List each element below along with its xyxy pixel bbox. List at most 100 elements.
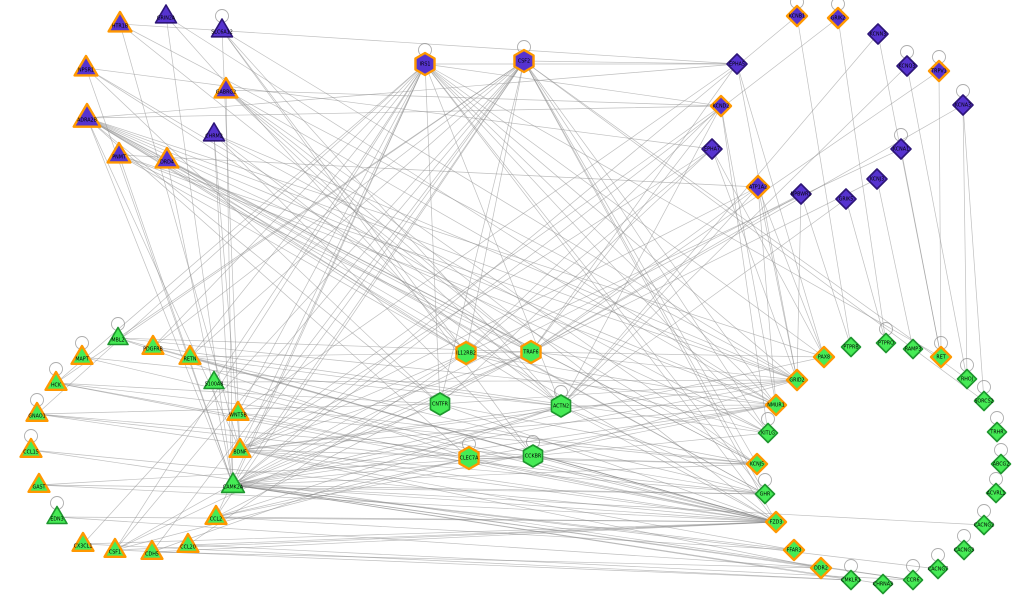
node-RHOJ[interactable]: RHOJ bbox=[956, 368, 978, 390]
node-FFAR3[interactable]: FFAR3 bbox=[782, 538, 806, 562]
node-PTPRB[interactable]: PTPRB bbox=[840, 336, 862, 358]
edge-PDGFRB-KITLG bbox=[152, 346, 769, 434]
edge-CCL15-CCR6 bbox=[30, 449, 914, 581]
node-CACNG2[interactable]: CACNG2 bbox=[973, 514, 995, 536]
node-KCNJ5[interactable]: KCNJ5 bbox=[745, 452, 769, 476]
node-CSF2[interactable]: CSF2 bbox=[513, 48, 535, 74]
diamond-node-shape bbox=[782, 538, 806, 562]
node-CCR6[interactable]: CCR6 bbox=[902, 569, 924, 591]
node-GRID2[interactable]: GRID2 bbox=[785, 368, 809, 392]
edge-IRS1-KITLG bbox=[424, 63, 769, 434]
node-TRHR[interactable]: TRHR bbox=[986, 421, 1008, 443]
triangle-node-shape bbox=[27, 472, 51, 494]
node-MAPT[interactable]: MAPT bbox=[70, 344, 94, 366]
node-GABRG2[interactable]: GABRG2 bbox=[213, 76, 239, 99]
edge-IL12RB2-KCNA1 bbox=[465, 148, 902, 354]
node-ACTN2[interactable]: ACTN2 bbox=[550, 394, 572, 418]
diamond-node-shape bbox=[745, 452, 769, 476]
node-RETN[interactable]: RETN bbox=[178, 344, 202, 366]
triangle-node-shape bbox=[44, 370, 68, 392]
edge-KCNN3-RET bbox=[877, 33, 942, 358]
node-RAMP3[interactable]: RAMP3 bbox=[902, 338, 924, 360]
diamond-node-shape bbox=[757, 422, 779, 444]
edge-CAMK2A-ADRA2B bbox=[86, 117, 234, 486]
hexagon-node-shape bbox=[513, 48, 535, 74]
node-GAST[interactable]: GAST bbox=[27, 472, 51, 494]
edge-S100A8-GRID2 bbox=[213, 379, 798, 383]
node-KCNJ3[interactable]: KCNJ3 bbox=[866, 168, 888, 190]
edge-TRPV1-RET bbox=[938, 70, 942, 358]
node-CHRNA3[interactable]: CHRNA3 bbox=[872, 573, 894, 595]
node-CDH5[interactable]: CDH5 bbox=[140, 539, 164, 561]
node-SORCS2[interactable]: SORCS2 bbox=[973, 390, 995, 412]
node-PTPRO[interactable]: PTPRO bbox=[875, 332, 897, 354]
node-FZD3[interactable]: FZD3 bbox=[764, 510, 788, 534]
node-KCNA1[interactable]: KCNA1 bbox=[890, 138, 912, 160]
node-CHRM2[interactable]: CHRM2 bbox=[202, 122, 226, 142]
node-NPSR1[interactable]: NPSR1 bbox=[73, 54, 99, 77]
edge-MBL2-NMUR1 bbox=[117, 337, 777, 406]
edge-FZD3-CDH5 bbox=[151, 521, 777, 553]
node-CLEC7A[interactable]: CLEC7A bbox=[458, 445, 480, 471]
node-ACVRL1[interactable]: ACVRL1 bbox=[985, 482, 1007, 504]
edge-CSF2-CNTFR bbox=[439, 60, 525, 405]
edge-ACTN2-CCL2 bbox=[215, 405, 562, 518]
triangle-node-shape bbox=[140, 539, 164, 561]
edge-EPHA5-GRID2 bbox=[736, 63, 798, 381]
edge-BDNF-DDR2 bbox=[239, 449, 822, 569]
edge-CAMK2A-CHRNA3 bbox=[232, 484, 884, 585]
node-KCNN3[interactable]: KCNN3 bbox=[867, 23, 889, 45]
node-CCL15[interactable]: CCL15 bbox=[19, 437, 43, 459]
triangle-node-shape bbox=[103, 537, 127, 559]
node-KCNA3[interactable]: KCNA3 bbox=[952, 94, 974, 116]
node-CCKBR[interactable]: CCKBR bbox=[522, 444, 544, 468]
edge-CSF1-CMKLR1 bbox=[114, 549, 852, 581]
node-NPBWR1[interactable]: NPBWR1 bbox=[790, 183, 812, 205]
edge-CLEC7A-NMUR1 bbox=[468, 404, 777, 459]
node-HTR1B[interactable]: HTR1B bbox=[107, 10, 133, 33]
node-GNAO1[interactable]: GNAO1 bbox=[25, 401, 49, 423]
node-GHR[interactable]: GHR bbox=[754, 483, 776, 505]
diamond-node-shape bbox=[812, 345, 836, 369]
node-ABCG2[interactable]: ABCG2 bbox=[990, 453, 1012, 475]
node-PAX8[interactable]: PAX8 bbox=[812, 345, 836, 369]
edge-KCNB1-CAMK2A bbox=[232, 15, 798, 486]
node-IL12RB2[interactable]: IL12RB2 bbox=[455, 340, 477, 366]
node-ADRA2B[interactable]: ADRA2B bbox=[72, 102, 102, 128]
node-HCK[interactable]: HCK bbox=[44, 370, 68, 392]
edge-IRS1-WNT5B bbox=[237, 63, 426, 414]
triangle-node-shape bbox=[72, 102, 102, 128]
node-CACNG3[interactable]: CACNG3 bbox=[953, 539, 975, 561]
node-S100A8[interactable]: S100A8 bbox=[203, 370, 225, 390]
node-IRS1[interactable]: IRS1 bbox=[414, 51, 436, 77]
edge-IRS1-GNAO1 bbox=[36, 63, 426, 415]
edges-layer bbox=[30, 15, 985, 585]
diamond-node-shape bbox=[953, 539, 975, 561]
edge-CLEC7A-CCL2 bbox=[215, 457, 470, 518]
node-GRIK5[interactable]: GRIK5 bbox=[835, 188, 857, 210]
triangle-node-shape bbox=[46, 505, 68, 525]
node-CNTFR[interactable]: CNTFR bbox=[429, 392, 451, 416]
diamond-node-shape bbox=[973, 514, 995, 536]
diamond-node-shape bbox=[902, 338, 924, 360]
node-MBL2[interactable]: MBL2 bbox=[107, 326, 129, 346]
node-EDN3[interactable]: EDN3 bbox=[46, 505, 68, 525]
node-CACNG7[interactable]: CACNG7 bbox=[927, 558, 949, 580]
node-PNMT[interactable]: PNMT bbox=[106, 141, 132, 164]
diamond-node-shape bbox=[785, 4, 809, 28]
node-EPHA5[interactable]: EPHA5 bbox=[726, 53, 748, 75]
node-SLC6A12[interactable]: SLC6A12 bbox=[210, 18, 234, 38]
edge-CLEC7A-ADRA2B bbox=[86, 117, 470, 459]
edge-FZD3-EDN3 bbox=[56, 516, 777, 523]
node-GRIK2[interactable]: GRIK2 bbox=[826, 6, 850, 30]
node-KCNB1[interactable]: KCNB1 bbox=[785, 4, 809, 28]
edge-EPHA7-GRID2 bbox=[711, 148, 798, 381]
node-CMKLR1[interactable]: CMKLR1 bbox=[840, 569, 862, 591]
edge-CAMK2A-KCNJ5 bbox=[232, 463, 758, 486]
node-TRPV1[interactable]: TRPV1 bbox=[927, 59, 951, 83]
node-TRAF6[interactable]: TRAF6 bbox=[520, 339, 542, 365]
node-GRIN2A[interactable]: GRIN2A bbox=[154, 4, 178, 24]
node-ATP1A2[interactable]: ATP1A2 bbox=[745, 174, 771, 200]
